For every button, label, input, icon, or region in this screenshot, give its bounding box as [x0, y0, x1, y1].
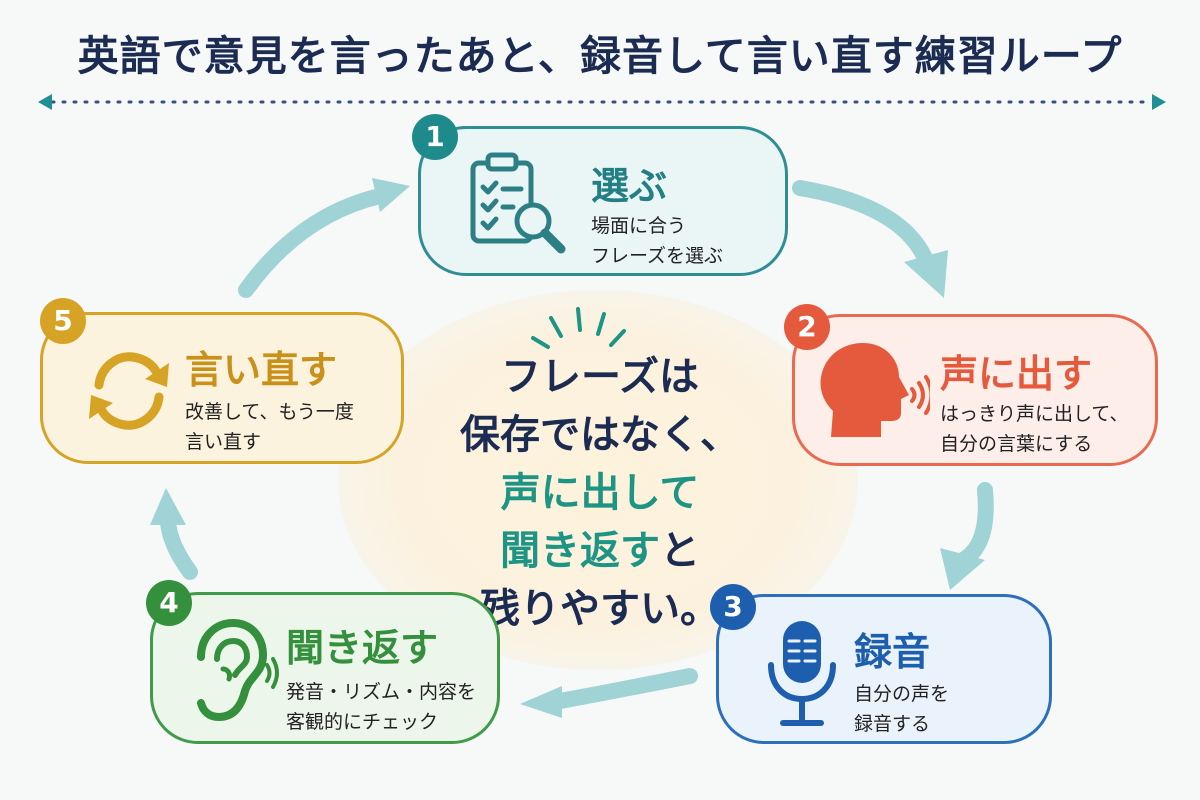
step-description: 改善して、もう一度 言い直す — [185, 397, 354, 457]
clipboard-search-icon — [470, 152, 566, 254]
center-line-5: 残りやすい。 — [480, 586, 720, 632]
step-description: 発音・リズム・内容を 客観的にチェック — [286, 677, 476, 737]
step-badge-4: 4 — [146, 580, 192, 626]
step-card-select: 選ぶ 場面に合う フレーズを選ぶ — [418, 126, 788, 276]
step-title: 言い直す — [185, 348, 338, 392]
step-desc-line-2: フレーズを選ぶ — [591, 245, 724, 267]
center-line-4: 聞き返すと — [430, 522, 770, 580]
step-desc-line-1: はっきり声に出して、 — [940, 403, 1129, 425]
step-description: 自分の声を 録音する — [854, 679, 949, 739]
step-desc-line-1: 自分の声を — [854, 683, 950, 705]
step-badge-3: 3 — [710, 584, 756, 630]
step-desc-line-2: 客観的にチェック — [286, 711, 439, 733]
step-badge-5: 5 — [40, 298, 86, 344]
step-title: 声に出す — [940, 352, 1093, 396]
step-card-speak: 声に出す はっきり声に出して、 自分の言葉にする — [792, 314, 1158, 466]
ear-icon — [197, 619, 279, 721]
step-title: 聞き返す — [286, 626, 439, 670]
page-title: 英語で意見を言ったあと、録音して言い直す練習ループ — [77, 32, 1123, 80]
center-line-4-rest: と — [660, 528, 700, 574]
step-description: 場面に合う フレーズを選ぶ — [591, 211, 723, 271]
center-line-3: 声に出して — [500, 470, 700, 516]
step-title: 録音 — [854, 630, 931, 674]
center-line-1: フレーズは — [501, 354, 699, 400]
speaking-head-icon — [820, 343, 930, 437]
step-desc-line-2: 自分の言葉にする — [940, 433, 1093, 455]
step-card-restate: 言い直す 改善して、もう一度 言い直す — [40, 312, 404, 464]
microphone-icon — [768, 621, 836, 726]
step-desc-line-2: 録音する — [854, 713, 931, 735]
step-desc-line-1: 発音・リズム・内容を — [286, 681, 477, 703]
step-desc-line-1: 場面に合う — [591, 215, 687, 237]
step-card-record: 録音 自分の声を 録音する — [716, 594, 1052, 744]
step-badge-1: 1 — [412, 114, 458, 160]
center-message: フレーズは 保存ではなく、 声に出して 聞き返すと 残りやすい。 — [430, 348, 770, 638]
step-badge-2: 2 — [784, 304, 830, 350]
step-card-listen: 聞き返す 発音・リズム・内容を 客観的にチェック — [150, 592, 500, 744]
step-description: はっきり声に出して、 自分の言葉にする — [940, 399, 1128, 459]
refresh-cycle-icon — [89, 352, 169, 430]
step-desc-line-1: 改善して、もう一度 — [185, 401, 354, 423]
center-line-2: 保存ではなく、 — [460, 412, 740, 458]
step-title: 選ぶ — [591, 164, 668, 208]
center-highlight: 聞き返す — [500, 528, 660, 574]
step-desc-line-2: 言い直す — [185, 431, 262, 453]
